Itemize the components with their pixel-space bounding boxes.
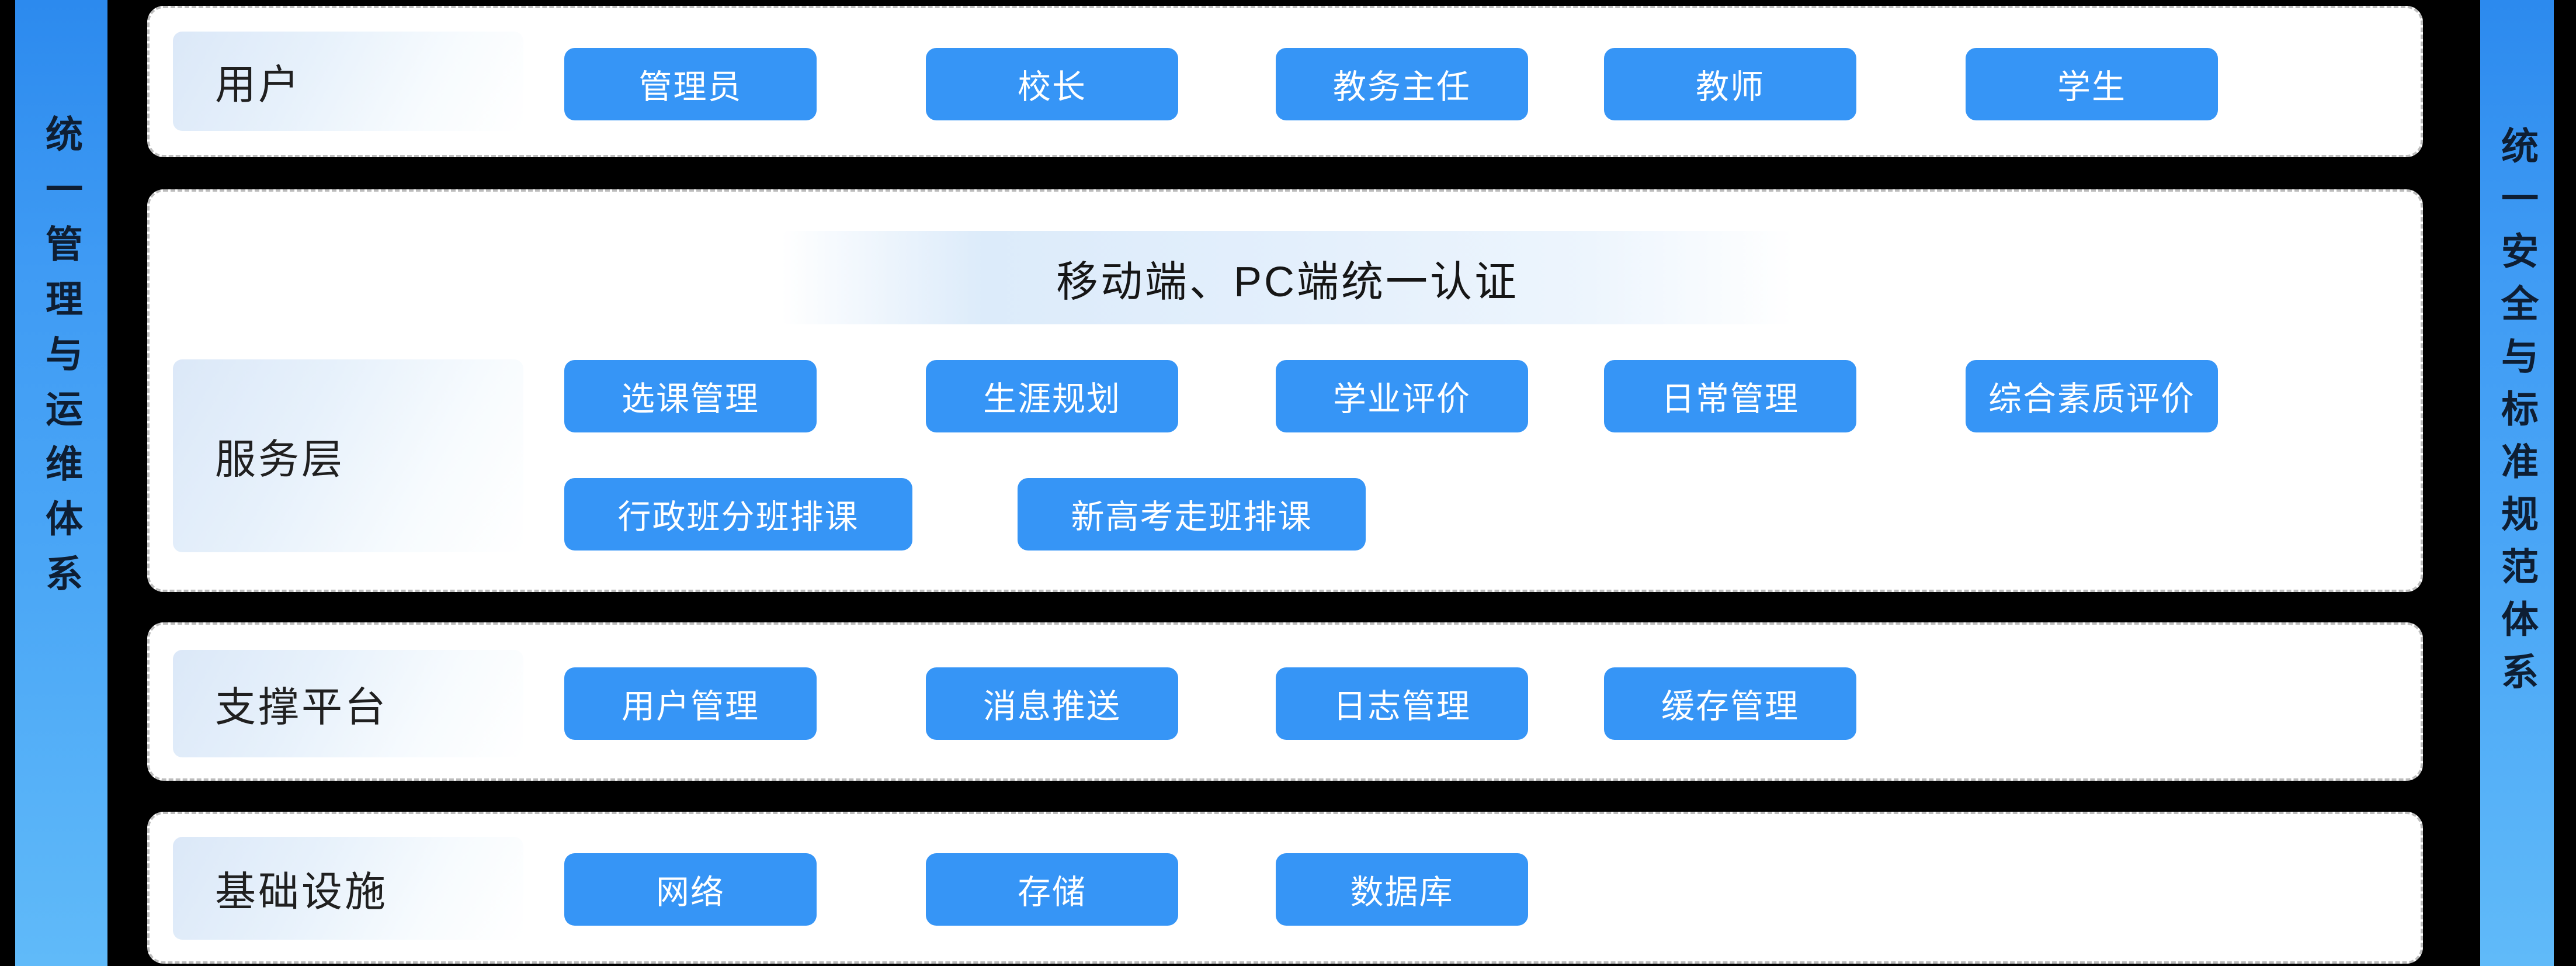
infrastructure-label: 基础设施 — [215, 868, 388, 915]
users-layer-label: 用户 — [215, 61, 301, 108]
node-new-gaokao-scheduling: 新高考走班排课 — [1018, 478, 1366, 550]
right-ribbon-label: 统一安全与标准规范体系 — [2496, 126, 2538, 705]
left-ribbon: 统一管理与运维体系 — [15, 0, 107, 966]
infrastructure-card: 基础设施 网络 存储 数据库 — [147, 812, 2423, 964]
node-daily-management: 日常管理 — [1604, 360, 1856, 432]
users-layer-card: 用户 管理员 校长 教务主任 教师 学生 — [147, 6, 2423, 157]
support-platform-card: 支撑平台 用户管理 消息推送 日志管理 缓存管理 — [147, 622, 2423, 781]
node-comprehensive-quality-evaluation: 综合素质评价 — [1966, 360, 2218, 432]
service-layer-label: 服务层 — [215, 436, 345, 482]
node-teacher: 教师 — [1604, 48, 1856, 120]
node-admin: 管理员 — [564, 48, 817, 120]
left-ribbon-label: 统一管理与运维体系 — [40, 115, 82, 609]
node-admin-class-scheduling: 行政班分班排课 — [564, 478, 912, 550]
node-student: 学生 — [1966, 48, 2218, 120]
unified-auth-banner: 移动端、PC端统一认证 — [781, 231, 1794, 324]
users-layer-label-box: 用户 — [173, 32, 523, 131]
infrastructure-label-box: 基础设施 — [173, 837, 523, 940]
node-log-management: 日志管理 — [1276, 667, 1528, 740]
support-platform-label-box: 支撑平台 — [173, 650, 523, 757]
node-database: 数据库 — [1276, 853, 1528, 926]
unified-auth-banner-text: 移动端、PC端统一认证 — [1056, 258, 1519, 306]
node-career-planning: 生涯规划 — [926, 360, 1178, 432]
node-user-management: 用户管理 — [564, 667, 817, 740]
right-ribbon: 统一安全与标准规范体系 — [2480, 0, 2554, 966]
node-network: 网络 — [564, 853, 817, 926]
service-layer-label-box: 服务层 — [173, 359, 523, 552]
node-principal: 校长 — [926, 48, 1178, 120]
node-storage: 存储 — [926, 853, 1178, 926]
node-academic-evaluation: 学业评价 — [1276, 360, 1528, 432]
node-cache-management: 缓存管理 — [1604, 667, 1856, 740]
service-layer-card: 移动端、PC端统一认证 服务层 选课管理 生涯规划 学业评价 日常管理 综合素质… — [147, 189, 2423, 592]
node-course-selection: 选课管理 — [564, 360, 817, 432]
support-platform-label: 支撑平台 — [215, 684, 388, 730]
node-academic-director: 教务主任 — [1276, 48, 1528, 120]
node-message-push: 消息推送 — [926, 667, 1178, 740]
